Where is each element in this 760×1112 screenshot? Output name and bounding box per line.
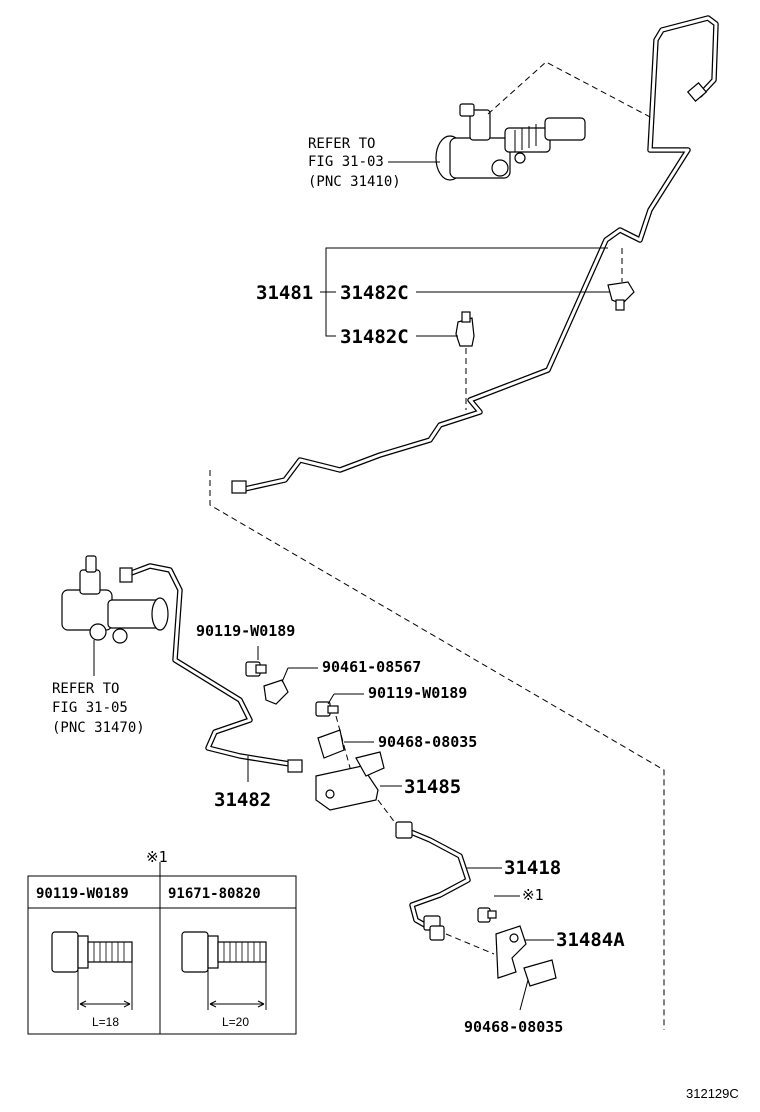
label-90468-lower: 90468-08035	[464, 1018, 563, 1036]
bolt-mark1-drawing	[477, 907, 497, 923]
label-90461: 90461-08567	[322, 658, 421, 676]
dashed-leader-top	[487, 61, 653, 119]
master-cylinder-drawing	[435, 103, 586, 181]
table-len2: L=20	[222, 1015, 249, 1029]
refer-top-line3: (PNC 31410)	[308, 174, 401, 190]
clutch-line-pipe-upper	[231, 15, 719, 494]
label-31481: 31481	[256, 282, 313, 304]
leader-90119-lower-b	[327, 693, 335, 705]
label-90119-upper: 90119-W0189	[196, 622, 295, 640]
bracket-31481	[320, 247, 608, 337]
flexible-hose-31418	[395, 821, 471, 941]
label-31485: 31485	[404, 776, 461, 798]
label-31484a: 31484A	[556, 929, 625, 951]
refer-mid-line1: REFER TO	[52, 681, 119, 697]
table-mark: ※1	[146, 848, 168, 866]
dashed-boundary	[209, 470, 665, 1030]
table-len1: L=18	[92, 1015, 119, 1029]
label-90119-lower: 90119-W0189	[368, 684, 467, 702]
clip-31482c-lower-drawing	[455, 311, 475, 347]
leader-90461-b	[281, 667, 289, 683]
table-col2-header: 91671-80820	[168, 886, 261, 902]
table-bolt2-drawing	[181, 931, 267, 1010]
refer-mid-line2: FIG 31-05	[52, 700, 128, 716]
clip-90468-upper-drawing	[317, 729, 345, 759]
label-31482c-lower: 31482C	[340, 326, 409, 348]
dashed-hose-bracket	[445, 933, 495, 955]
bolt-90119-upper-drawing	[245, 661, 267, 677]
table-bolt1-drawing	[51, 931, 133, 1010]
bolt-90119-lower-drawing	[315, 701, 339, 717]
bracket-31484a-drawing	[495, 925, 527, 979]
label-31482c-upper: 31482C	[340, 282, 409, 304]
bracket-31485-drawing	[315, 751, 385, 811]
bolt-reference-table: ※1 90119-W0189 91671-80820 L=18	[27, 848, 297, 1035]
figure-number: 312129C	[686, 1086, 739, 1101]
clip-31482c-upper-drawing	[607, 281, 635, 311]
refer-top-line1: REFER TO	[308, 136, 375, 152]
clutch-line-pipe-lower	[119, 563, 303, 773]
label-31418: 31418	[504, 857, 561, 879]
label-31482: 31482	[214, 789, 271, 811]
clamp-90461-drawing	[263, 679, 289, 705]
clip-90468-lower-drawing	[523, 959, 557, 987]
refer-top-line2: FIG 31-03	[308, 154, 384, 170]
label-90468-upper: 90468-08035	[378, 733, 477, 751]
table-col1-header: 90119-W0189	[36, 886, 129, 902]
leader-90468-lower	[519, 979, 529, 1011]
dashed-bracket-hose	[377, 799, 397, 825]
refer-mid-line3: (PNC 31470)	[52, 720, 145, 736]
release-cylinder-drawing	[61, 555, 169, 644]
label-mark1: ※1	[522, 886, 544, 904]
